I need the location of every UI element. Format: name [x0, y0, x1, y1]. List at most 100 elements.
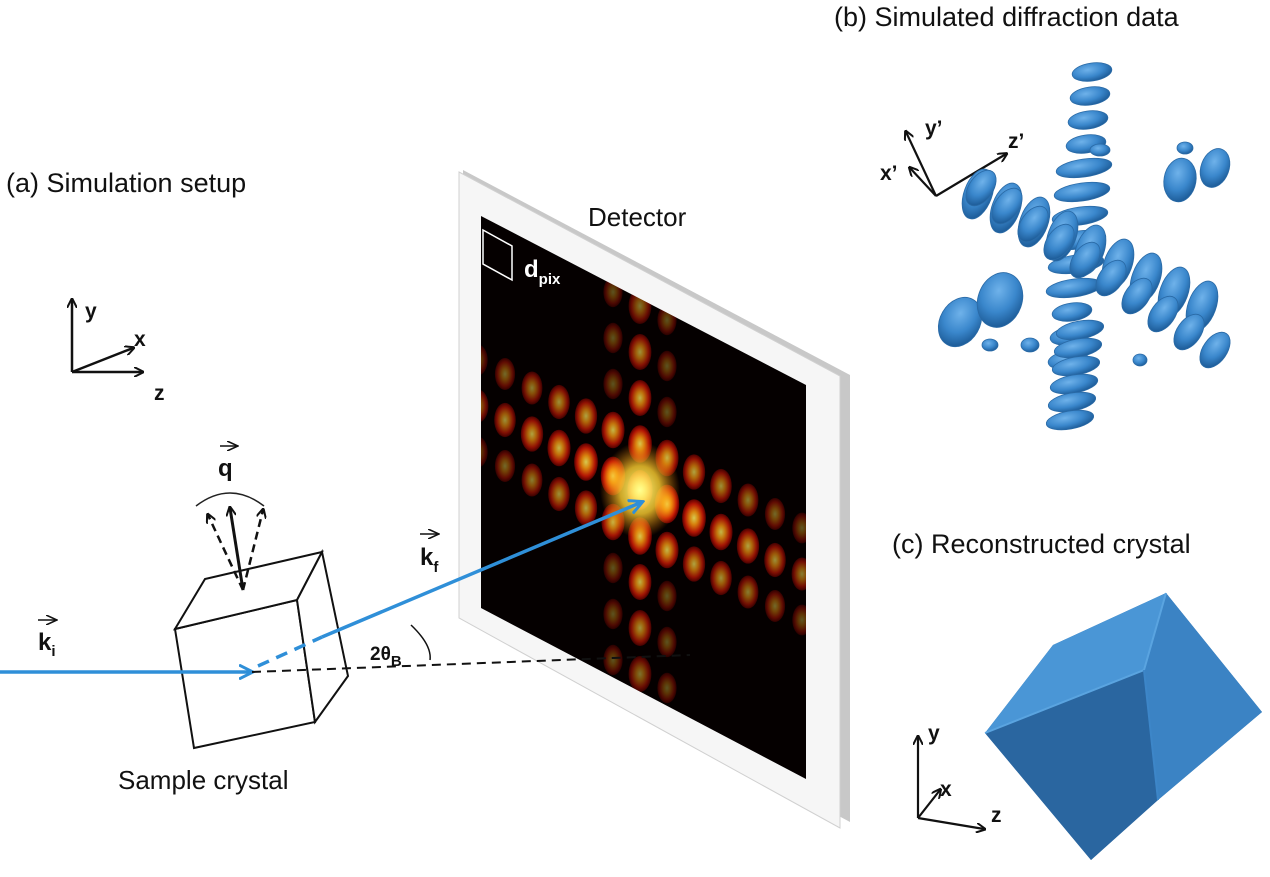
isosurface-lobe: [991, 187, 1023, 225]
diffraction-spot: [764, 542, 786, 578]
isosurface-lobe: [1095, 259, 1127, 297]
isosurface-lobe: [1199, 331, 1231, 369]
diffraction-spot: [628, 563, 652, 601]
diffraction-spot: [603, 598, 623, 630]
isosurface-lobe: [1176, 141, 1194, 155]
diffraction-3d-isosurface: [937, 62, 1231, 431]
diffraction-spot: [520, 416, 544, 452]
isosurface-lobe: [1147, 295, 1179, 333]
diffraction-spot: [628, 655, 652, 693]
diffraction-spot: [709, 513, 733, 551]
recon-x-label: x: [940, 778, 952, 801]
diffraction-spot: [521, 371, 543, 405]
cube-left-face: [985, 670, 1158, 860]
diffraction-spot: [494, 402, 516, 438]
cube-vertical-edge: [1143, 669, 1159, 801]
diffraction-spot: [574, 398, 598, 434]
ki-label: ki: [38, 629, 56, 660]
diff-z-label: z’: [1008, 130, 1024, 153]
q-vector-group: [195, 492, 264, 591]
diffraction-spot: [603, 322, 623, 354]
setup-z-label: z: [154, 382, 165, 405]
isosurface-lobe: [1053, 181, 1111, 203]
pixel-box: [482, 228, 513, 282]
detector: [441, 170, 850, 829]
diff-z-axis-arrow: [935, 154, 1006, 197]
sample-crystal: [172, 549, 350, 750]
diffraction-spot: [628, 379, 652, 417]
diffraction-spot: [764, 590, 786, 622]
isosurface-lobe: [976, 272, 1024, 328]
diff-y-label: y’: [925, 117, 943, 140]
diffraction-spot: [657, 626, 677, 658]
diffraction-spot: [547, 429, 571, 467]
diffraction-spot: [548, 384, 570, 420]
isosurface-lobe: [1055, 157, 1113, 179]
isosurface-lobe: [1173, 313, 1205, 351]
kf-label: kf: [420, 544, 439, 576]
diffraction-spot: [710, 468, 732, 504]
diffraction-spot: [601, 411, 625, 449]
diffracted-beam-arrow: [321, 502, 642, 639]
central-bragg-peak: [600, 442, 680, 538]
diffraction-spot: [442, 331, 461, 361]
diffraction-spot: [481, 389, 489, 423]
q-vector-arrow: [230, 508, 245, 591]
recon-x-axis-arrow: [917, 790, 940, 819]
sample-crystal-label: Sample crystal: [118, 765, 289, 795]
diffraction-spot: [791, 557, 806, 591]
diffraction-spot: [441, 376, 461, 408]
cube-top-face: [985, 593, 1166, 733]
isosurface-lobe: [1051, 302, 1093, 322]
diffraction-spot: [737, 575, 759, 609]
diffraction-spot: [548, 476, 570, 512]
isosurface-lobe: [981, 338, 999, 352]
isosurface-lobe: [1017, 205, 1049, 243]
diffraction-spot: [574, 490, 598, 526]
isosurface-lobe: [1069, 241, 1101, 279]
diffraction-spot: [628, 333, 652, 371]
diffraction-spot: [764, 498, 786, 530]
isosurface-lobe: [1163, 157, 1197, 203]
diffraction-spot: [737, 483, 759, 517]
diffraction-spot: [494, 450, 516, 482]
setup-y-label: y: [85, 300, 97, 323]
isosurface-lobe: [1069, 86, 1111, 106]
cube-right-face: [1144, 593, 1262, 800]
diffraction-spot: [657, 350, 677, 382]
diffraction-spot: [710, 560, 732, 596]
diffraction-spot: [657, 672, 677, 704]
bragg-angle-arc: [410, 624, 431, 661]
setup-x-axis-arrow: [71, 348, 133, 374]
diffraction-spot: [603, 552, 623, 584]
diffraction-spot: [655, 531, 679, 569]
isosurface-lobe: [1045, 277, 1103, 299]
reconstruction-axes: [918, 737, 984, 829]
isosurface-lobe: [1071, 62, 1113, 82]
q-vector-dashed-left: [208, 515, 245, 591]
q-label: q: [218, 455, 233, 482]
detector-label: Detector: [588, 202, 687, 232]
diffraction-spot: [792, 512, 806, 544]
diffraction-spot: [494, 358, 516, 390]
diffraction-spot: [682, 546, 706, 582]
diffraction-spot: [628, 609, 652, 647]
recon-z-axis-arrow: [917, 816, 984, 829]
recon-z-label: z: [991, 804, 1002, 827]
diffraction-spot: [481, 344, 488, 376]
diffraction-spot: [603, 644, 623, 676]
isosurface-lobe: [1089, 143, 1111, 157]
panel-b-title: (b) Simulated diffraction data: [834, 2, 1180, 32]
reconstructed-cube: [984, 592, 1262, 860]
isosurface-lobe: [1020, 337, 1040, 353]
diffraction-spot: [792, 604, 806, 636]
isosurface-lobe: [1045, 409, 1095, 431]
isosurface-lobe: [937, 296, 983, 348]
diffraction-spot: [657, 396, 677, 428]
recon-y-label: y: [928, 722, 940, 745]
diff-x-axis-arrow: [910, 168, 937, 197]
diffraction-axes: [906, 132, 1006, 197]
isosurface-lobe: [1043, 223, 1075, 261]
